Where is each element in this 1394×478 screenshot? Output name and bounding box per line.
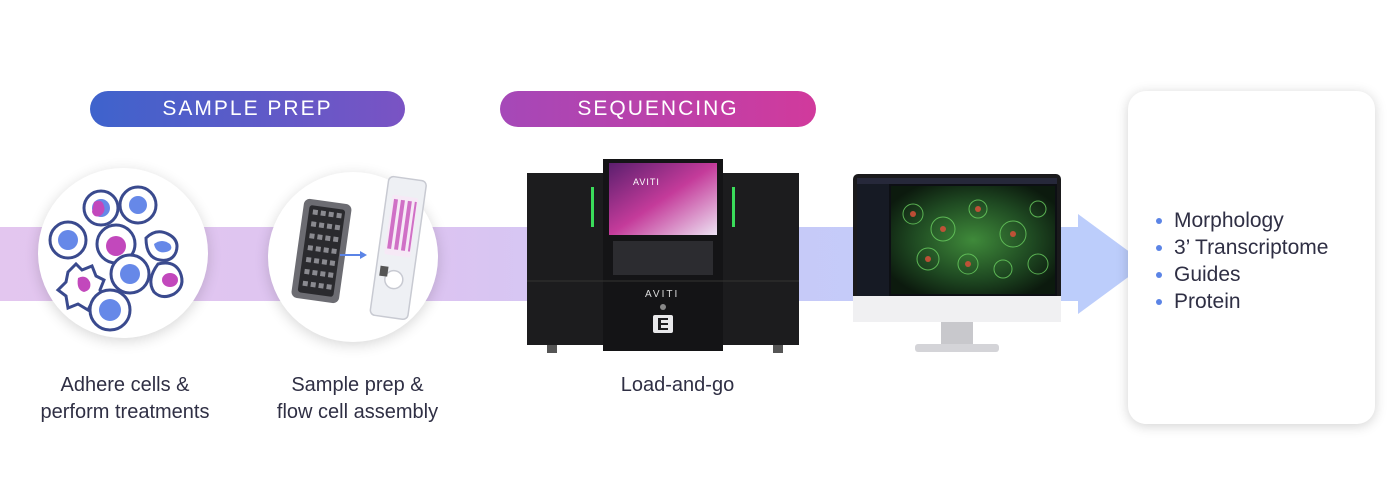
monitor-illustration <box>853 174 1061 358</box>
outputs-card: Morphology 3’ Transcriptome Guides Prote… <box>1128 91 1375 424</box>
flowcell-caption-line2: flow cell assembly <box>276 401 439 423</box>
flowcell-caption-line1: Sample prep & <box>291 374 424 396</box>
body-brand: AVITI <box>645 289 679 300</box>
flowcell-icon <box>291 175 427 321</box>
flowcell-caption: Sample prep & flow cell assembly <box>245 372 470 426</box>
cells-caption-line1: Adhere cells & <box>60 374 190 396</box>
screen-brand: AVITI <box>633 177 660 187</box>
output-transcriptome: 3’ Transcriptome <box>1152 234 1328 261</box>
cells-caption-line2: perform treatments <box>40 401 210 423</box>
sequencer-caption: Load-and-go <box>620 374 735 396</box>
flowcell-illustration <box>268 172 438 342</box>
stage-sequencing-label: SEQUENCING <box>500 91 816 127</box>
cells-illustration <box>38 168 208 338</box>
output-morphology: Morphology <box>1152 207 1328 234</box>
sequencer-illustration: AVITI AVITI <box>527 157 799 357</box>
output-guides: Guides <box>1152 261 1328 288</box>
outputs-list: Morphology 3’ Transcriptome Guides Prote… <box>1152 207 1328 315</box>
stage-sample-prep-label: SAMPLE PREP <box>90 91 405 127</box>
cells-icon <box>48 185 184 332</box>
output-protein: Protein <box>1152 288 1328 315</box>
cells-caption: Adhere cells & perform treatments <box>10 372 240 426</box>
